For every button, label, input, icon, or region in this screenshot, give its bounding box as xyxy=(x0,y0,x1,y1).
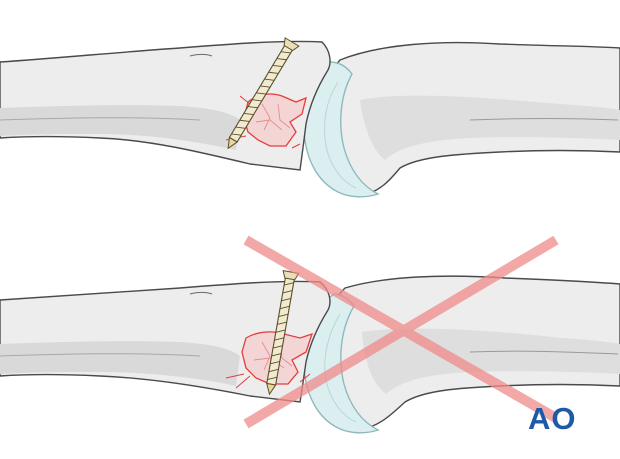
proximal-bone xyxy=(0,40,331,171)
fracture-fragment xyxy=(225,93,307,149)
incorrect-cross-icon xyxy=(243,235,559,429)
proximal-bone xyxy=(0,280,331,403)
ao-logo-text: AO xyxy=(528,401,577,436)
panel-incorrect xyxy=(0,235,620,434)
screw-incorrect xyxy=(266,269,300,396)
screw-correct xyxy=(227,37,300,150)
ao-logo: AO xyxy=(528,401,577,436)
distal-bone xyxy=(316,41,620,197)
panel-correct xyxy=(0,37,620,198)
